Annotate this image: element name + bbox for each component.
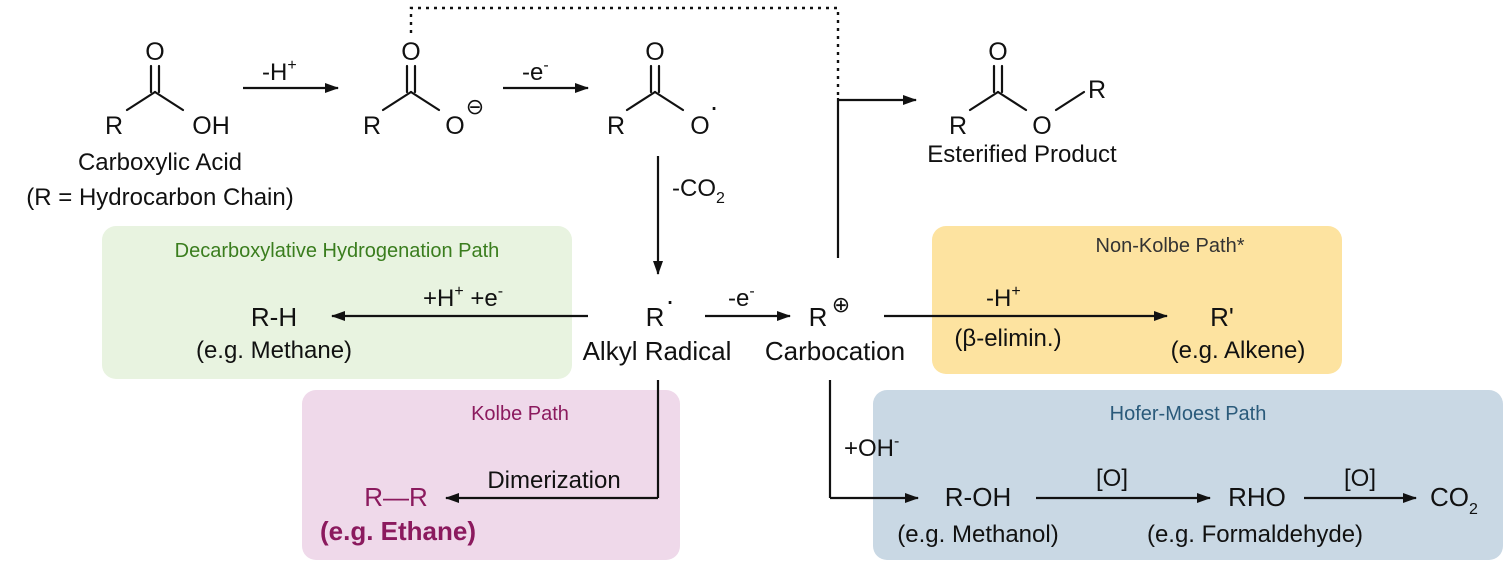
- alkyl-radical-dot: ·: [665, 285, 674, 316]
- blue-ox1-label: [O]: [1096, 465, 1128, 492]
- radical-r: R: [607, 112, 625, 140]
- acid-o-top: O: [145, 38, 164, 66]
- acid-subtitle: (R = Hydrocarbon Chain): [26, 184, 293, 211]
- alkyl-radical-name: Alkyl Radical: [583, 336, 732, 366]
- ester-r-right: R: [1088, 76, 1106, 104]
- step1-label: -H+: [262, 57, 297, 86]
- green-path-title: Decarboxylative Hydrogenation Path: [175, 240, 500, 262]
- carbocation-name: Carbocation: [765, 336, 905, 366]
- blue-product-3: CO2: [1430, 482, 1478, 518]
- pink-path-title: Kolbe Path: [471, 403, 569, 425]
- carboxylate-r: R: [363, 112, 381, 140]
- yellow-arrow-sublabel: (β-elimin.): [954, 325, 1061, 352]
- carboxylate-charge: ⊖: [466, 94, 484, 119]
- green-path-box: [102, 226, 572, 379]
- radical-o-top: O: [645, 38, 664, 66]
- pink-arrow-label: Dimerization: [487, 467, 620, 494]
- green-arrow-label: +H+ +e-: [423, 283, 503, 312]
- blue-example-1: (e.g. Methanol): [897, 521, 1058, 548]
- blue-path-box: [873, 390, 1503, 560]
- yellow-path-title: Non-Kolbe Path*: [1096, 235, 1245, 257]
- carbocation-r: R: [809, 302, 828, 332]
- blue-branch-label: +OH-: [844, 433, 899, 462]
- dotted-connector: [409, 6, 840, 98]
- ester-r-left: R: [949, 112, 967, 140]
- carboxylic-acid-structure: O R OH: [105, 38, 230, 140]
- acid-oh: OH: [192, 112, 230, 140]
- carbocation-charge: ⊕: [832, 292, 850, 317]
- yellow-arrow-label: -H+: [986, 283, 1021, 312]
- pink-product: R—R: [364, 482, 428, 512]
- carboxylate-structure: O R O ⊖: [363, 38, 484, 140]
- step3-label: -CO2: [672, 175, 725, 207]
- ester-o: O: [1032, 112, 1051, 140]
- carboxyl-radical-structure: O R O ·: [607, 38, 719, 140]
- ester-o-top: O: [988, 38, 1007, 66]
- blue-product-1: R-OH: [945, 482, 1011, 512]
- carboxylate-o: O: [445, 112, 464, 140]
- green-product: R-H: [251, 302, 297, 332]
- pink-path-box: [302, 390, 680, 560]
- alkyl-radical-r: R: [646, 302, 665, 332]
- acid-r: R: [105, 112, 123, 140]
- step2-label: -e-: [522, 57, 549, 86]
- yellow-product: R': [1210, 302, 1234, 332]
- step4-label: -e-: [728, 283, 755, 312]
- pink-example: (e.g. Ethane): [320, 516, 476, 546]
- blue-product-2: RHO: [1228, 482, 1286, 512]
- acid-name: Carboxylic Acid: [78, 149, 242, 176]
- yellow-example: (e.g. Alkene): [1171, 337, 1306, 364]
- ester-structure: O R O R: [949, 38, 1106, 140]
- radical-o: O: [690, 112, 709, 140]
- ester-name: Esterified Product: [927, 141, 1117, 168]
- radical-dot: ·: [709, 91, 718, 122]
- carboxylate-o-top: O: [401, 38, 420, 66]
- blue-ox2-label: [O]: [1344, 465, 1376, 492]
- green-example: (e.g. Methane): [196, 337, 352, 364]
- yellow-path-box: [932, 226, 1342, 374]
- blue-path-title: Hofer-Moest Path: [1110, 403, 1267, 425]
- blue-example-2: (e.g. Formaldehyde): [1147, 521, 1363, 548]
